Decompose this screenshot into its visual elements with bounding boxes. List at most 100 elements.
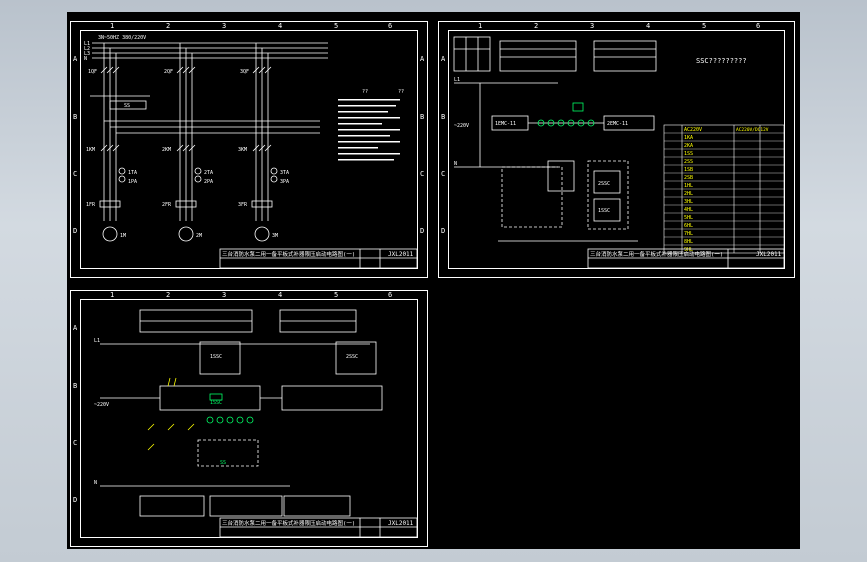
bus-label: L2 — [84, 46, 90, 52]
legend-item: 3HL — [684, 199, 693, 205]
legend-item: 2HL — [684, 191, 693, 197]
border-letter: A — [73, 324, 78, 332]
dc-label: AC220V/DC12V — [736, 127, 769, 133]
supply-label: 3N~50HZ 380/220V — [98, 35, 146, 41]
relay-label: 1FR — [86, 202, 96, 208]
legend-item: AC220V — [684, 127, 702, 133]
border-letter: B — [441, 113, 445, 121]
legend-item: 1SS — [684, 151, 693, 157]
border-number: 4 — [646, 22, 650, 30]
relay-label: 3FR — [238, 202, 248, 208]
supply-label: ~220V — [94, 402, 109, 408]
contactor-label: 3KM — [238, 147, 247, 153]
title-block-number: JXL2011 — [388, 520, 414, 527]
border-number: 2 — [534, 22, 538, 30]
contactor-label: 1KM — [86, 147, 95, 153]
motor-label: 1M — [120, 233, 126, 239]
motor-label: 3M — [272, 233, 278, 239]
border-letter: D — [441, 227, 445, 235]
bus-label: L1 — [84, 41, 90, 47]
relay-label: 2FR — [162, 202, 172, 208]
legend-item: 1HL — [684, 183, 693, 189]
switch-label: SS — [124, 103, 130, 109]
note-header: ?? — [362, 89, 368, 95]
legend-item: 2SB — [684, 175, 693, 181]
module-label: 1SSC — [210, 400, 222, 406]
border-letter: A — [73, 55, 78, 63]
ct-label: 2TA — [204, 170, 213, 176]
legend-item: 1KA — [684, 135, 693, 141]
notes-block — [338, 99, 400, 161]
legend-item: 7HL — [684, 231, 693, 237]
supply-label: ~220V — [454, 123, 469, 129]
supply-label: L1 — [454, 77, 460, 83]
supply-label: N — [454, 161, 457, 167]
border-number: 1 — [110, 22, 114, 30]
title-block-number: JXL2011 — [388, 251, 414, 258]
motor-label: 2M — [196, 233, 202, 239]
border-number: 6 — [388, 22, 392, 30]
meter-label: 2PA — [204, 179, 213, 185]
border-letter: A — [441, 55, 446, 63]
sheet-2: 1 2 3 4 5 6 A B C D SSC????????? — [438, 21, 795, 278]
supply-label: N — [94, 480, 97, 486]
ssc-header: SSC????????? — [696, 57, 747, 65]
legend-item: 9HL — [684, 247, 693, 253]
border-number: 3 — [222, 22, 226, 30]
border-letter: D — [73, 496, 77, 504]
meter-label: 1PA — [128, 179, 137, 185]
legend-item: 1SB — [684, 167, 693, 173]
border-letter: C — [420, 170, 424, 178]
breaker-label: 1QF — [88, 69, 97, 75]
switch-label: SS — [220, 460, 226, 466]
border-number: 1 — [478, 22, 482, 30]
border-number: 6 — [388, 291, 392, 299]
border-letter: C — [73, 170, 77, 178]
border-number: 6 — [756, 22, 760, 30]
border-number: 5 — [702, 22, 706, 30]
border-number: 5 — [334, 291, 338, 299]
border-letter: B — [73, 113, 77, 121]
sheet-1: 1 2 3 4 5 6 A B C D A B C D L1 L2 L3 N 3… — [70, 21, 428, 278]
title-block-number: JXL2011 — [756, 251, 782, 258]
border-letter: B — [73, 382, 77, 390]
legend-item: 5HL — [684, 215, 693, 221]
box-label: 1SSC — [210, 354, 222, 360]
legend-item: 8HL — [684, 239, 693, 245]
legend-item: 4HL — [684, 207, 693, 213]
contactor-label: 2KM — [162, 147, 171, 153]
border-letter: B — [420, 113, 424, 121]
drawing-canvas: 1 2 3 4 5 6 A B C D A B C D L1 L2 L3 N 3… — [67, 12, 800, 549]
border-letter: A — [420, 55, 425, 63]
bus-label: N — [84, 56, 87, 62]
ct-label: 1TA — [128, 170, 137, 176]
border-number: 3 — [590, 22, 594, 30]
border-number: 2 — [166, 291, 170, 299]
legend-item: 2KA — [684, 143, 693, 149]
meter-label: 3PA — [280, 179, 289, 185]
supply-label: L1 — [94, 338, 100, 344]
title-block-title: 三台消防水泵二用一备平板式补器限压启动电路图(一) — [222, 250, 355, 258]
ct-label: 3TA — [280, 170, 289, 176]
breaker-label: 2QF — [164, 69, 173, 75]
border-letter: C — [73, 439, 77, 447]
module-label: 2EMC-11 — [607, 121, 628, 127]
border-number: 1 — [110, 291, 114, 299]
legend-item: 2SS — [684, 159, 693, 165]
border-number: 2 — [166, 22, 170, 30]
legend-item: 6HL — [684, 223, 693, 229]
border-letter: C — [441, 170, 445, 178]
border-number: 5 — [334, 22, 338, 30]
border-letter: D — [420, 227, 424, 235]
note-header: ?? — [398, 89, 404, 95]
box-label: 1SSC — [598, 208, 610, 214]
border-number: 3 — [222, 291, 226, 299]
box-label: 2SSC — [346, 354, 358, 360]
breaker-label: 3QF — [240, 69, 249, 75]
border-letter: D — [73, 227, 77, 235]
bus-label: L3 — [84, 51, 90, 57]
box-label: 2SSC — [598, 181, 610, 187]
sheet-3: 1 2 3 4 5 6 A B C D — [70, 290, 428, 547]
border-number: 4 — [278, 291, 282, 299]
title-block-title: 三台消防水泵二用一备平板式补器限压启动电路图(一) — [590, 250, 723, 258]
